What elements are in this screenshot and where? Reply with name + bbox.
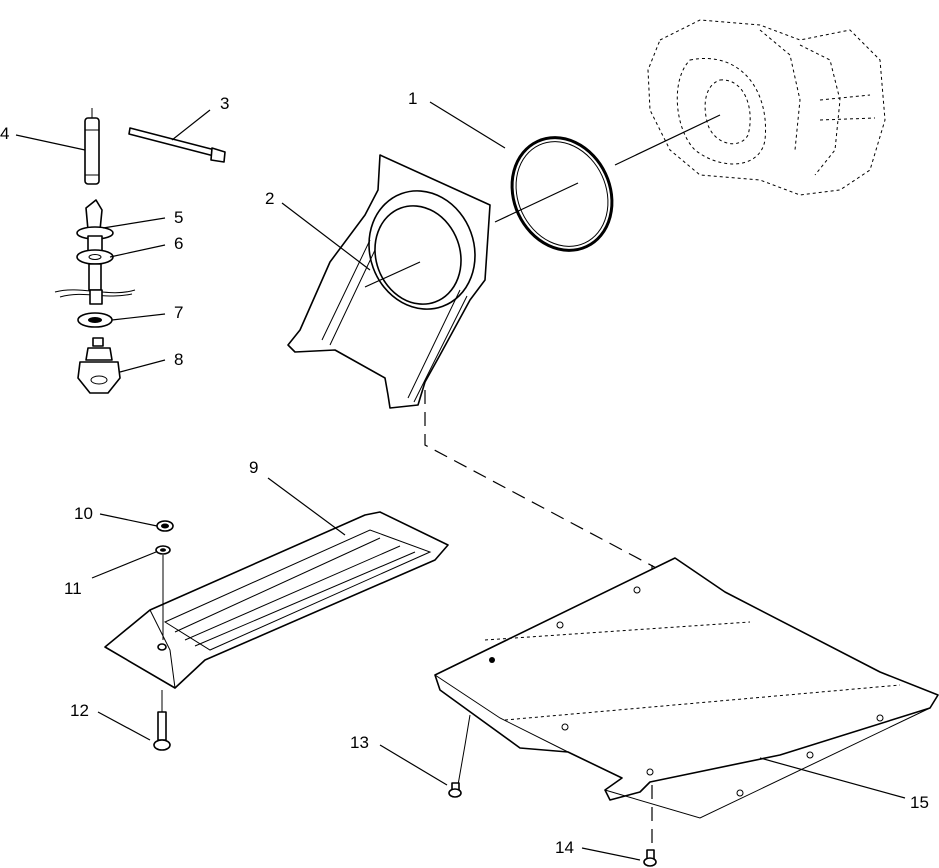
callout-6: 6	[174, 234, 183, 253]
assembly-dash-line-a	[424, 390, 661, 571]
screw-14-part	[643, 849, 657, 867]
screw-13-axis	[457, 714, 471, 786]
callout-14: 14	[555, 838, 574, 857]
callout-11: 11	[64, 579, 82, 598]
washer-6-part	[76, 249, 114, 265]
center-line-ring	[494, 182, 579, 223]
callout-9: 9	[249, 458, 258, 477]
skid-plate-part	[104, 511, 449, 689]
o-ring-part	[510, 136, 614, 252]
pin-part	[84, 108, 100, 185]
callout-2: 2	[265, 189, 274, 208]
callout-7: 7	[174, 303, 183, 322]
callout-13: 13	[350, 733, 369, 752]
center-line-housing	[614, 114, 721, 166]
callout-8: 8	[174, 350, 183, 369]
intake-chute-part	[287, 154, 491, 409]
callouts: 1 2 3 4 5 6 7 8 9 10 11 12 13 14 15	[0, 89, 929, 857]
washer-11-part	[155, 545, 171, 555]
hull-plate-part	[434, 557, 939, 819]
screw-13-part	[448, 782, 462, 798]
callout-4: 4	[0, 124, 9, 143]
bushing-part	[76, 199, 114, 257]
nut-part	[156, 520, 174, 532]
pump-housing-sketch	[647, 19, 886, 196]
callout-10: 10	[74, 504, 93, 523]
callout-1: 1	[408, 89, 417, 108]
screw-12-part	[153, 711, 171, 751]
fitting-part	[77, 337, 121, 394]
cable-tie-part	[128, 127, 226, 163]
callout-12: 12	[70, 701, 89, 720]
leader-lines	[15, 101, 906, 861]
callout-3: 3	[220, 94, 229, 113]
center-line-chute	[364, 261, 421, 288]
callout-5: 5	[174, 208, 183, 227]
callout-15: 15	[910, 793, 929, 812]
